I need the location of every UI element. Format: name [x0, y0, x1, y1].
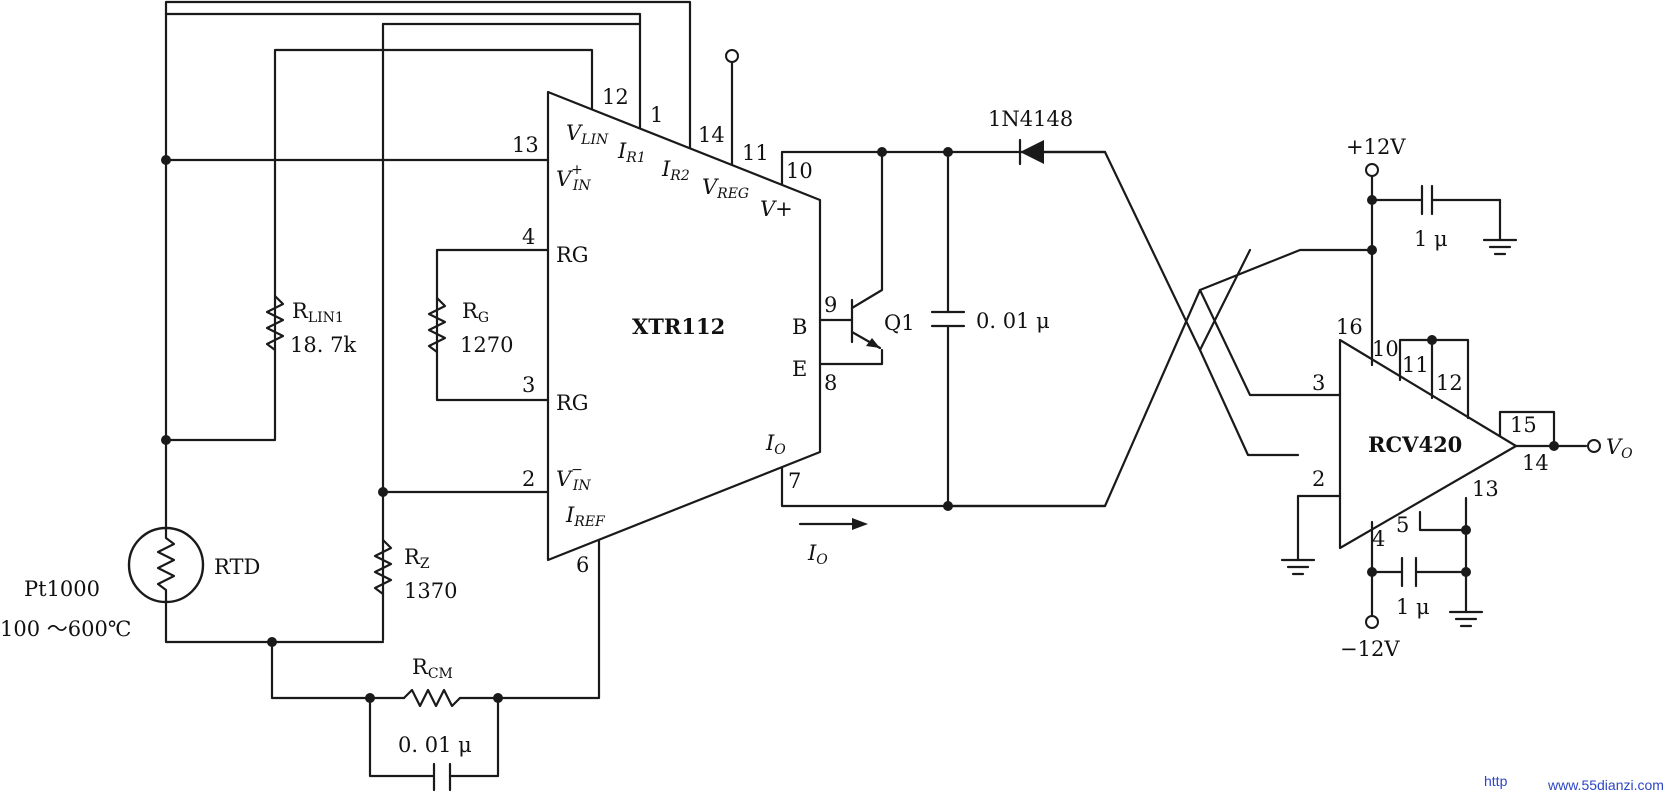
vin-minus-label: V−IN [556, 462, 591, 494]
xtr112-pin-3: 3 [522, 373, 535, 397]
b-pin-label: B [792, 315, 807, 339]
rg-resistor [427, 296, 447, 354]
xtr112-body [546, 90, 822, 562]
vreg-label: VREG [702, 175, 749, 202]
xtr112-name: XTR112 [632, 314, 725, 339]
rtd-sensor [127, 526, 205, 604]
io-wire [780, 466, 1107, 508]
watermark-prefix: http [1484, 773, 1508, 789]
rg-bottom-label: RG [556, 391, 589, 415]
ir1-label: IR1 [617, 139, 646, 166]
ground-symbol-bottom [1448, 610, 1484, 628]
vlin-label: VLIN [566, 121, 609, 148]
rcv420-pin-14: 14 [1522, 451, 1549, 475]
rtd-range: 100 ～600℃ [0, 617, 131, 641]
junction-dots-right [1367, 195, 1559, 577]
rlin1-value: 18. 7k [290, 333, 356, 357]
xtr112-pin-8: 8 [824, 371, 837, 395]
rcv420-pin-11: 11 [1402, 353, 1429, 377]
xtr112-pin-14: 14 [698, 123, 725, 147]
rcv420-pin-3: 3 [1312, 371, 1325, 395]
xtr112-pin-4: 4 [522, 225, 535, 249]
rcv420-name: RCV420 [1368, 432, 1462, 457]
xtr112-pin-9: 9 [824, 293, 837, 317]
xtr112-top-wires [164, 0, 1107, 442]
io-pin-label: IO [765, 431, 786, 458]
rg-top-label: RG [556, 243, 589, 267]
rcv420-pin-10: 10 [1372, 337, 1399, 361]
rcv420-body [1338, 338, 1518, 550]
rcm-label: RCM [412, 655, 453, 682]
io-arrow [798, 518, 868, 530]
ground-symbol-top [1482, 238, 1518, 256]
rtd-type: Pt1000 [24, 577, 100, 601]
neg-supply-terminal [1365, 615, 1379, 629]
junction-dots-left [161, 155, 503, 703]
rg-label: RG [462, 299, 489, 326]
xtr112-pin-6: 6 [576, 553, 589, 577]
q1-label: Q1 [884, 311, 915, 335]
rg-value: 1270 [460, 333, 513, 357]
rcv420-pin-2: 2 [1312, 467, 1325, 491]
twisted-pair [946, 150, 1374, 508]
neg-supply-label: −12V [1340, 637, 1400, 661]
rcv420-pin-4: 4 [1372, 527, 1385, 551]
xtr112-pin-1: 1 [650, 103, 663, 127]
rcv420-pin-13: 13 [1472, 477, 1499, 501]
pos-supply-label: +12V [1346, 135, 1406, 159]
xtr112-pin-11: 11 [742, 141, 769, 165]
cap-negative [1400, 556, 1418, 588]
cap-positive [1420, 184, 1434, 216]
pos-supply-terminal [1365, 163, 1379, 177]
rtd-label: RTD [214, 555, 260, 579]
rz-value: 1370 [404, 579, 457, 603]
xtr112-pin-13: 13 [512, 133, 539, 157]
watermark-domain: www.55dianzi.com [1547, 777, 1664, 793]
ground-symbol-pin2 [1280, 558, 1316, 576]
rz-resistor [373, 538, 393, 596]
cap-pos-value: 1 μ [1414, 227, 1448, 251]
rcv420-pin-15: 15 [1510, 413, 1537, 437]
iref-label: IREF [565, 503, 606, 530]
xtr112-pin-7: 7 [788, 469, 801, 493]
cap-neg-value: 1 μ [1396, 595, 1430, 619]
rlin1-label: RLIN1 [292, 299, 344, 326]
xtr112-pin-2: 2 [522, 467, 535, 491]
diode-1n4148 [1018, 138, 1044, 166]
rlin1-resistor [265, 294, 285, 352]
rcm-capacitor [432, 762, 452, 792]
rz-label: RZ [404, 545, 430, 572]
output-terminal [1587, 439, 1601, 453]
rcm-cap-value: 0. 01 μ [398, 733, 472, 757]
ir2-label: IR2 [661, 157, 690, 184]
vin-plus-label: V+IN [556, 162, 591, 194]
main-capacitor [930, 150, 966, 508]
xtr112-pin-12: 12 [602, 85, 629, 109]
e-pin-label: E [792, 357, 807, 381]
rcm-resistor [402, 688, 462, 708]
xtr112-pin-10: 10 [786, 159, 813, 183]
rcv420-pin-12: 12 [1436, 371, 1463, 395]
q1-transistor [818, 150, 884, 366]
rcv420-pin-16: 16 [1336, 315, 1363, 339]
main-cap-value: 0. 01 μ [976, 309, 1050, 333]
output-label: VO [1606, 435, 1633, 462]
left-side-wires [164, 22, 642, 778]
current-label: IO [807, 541, 828, 568]
rcv420-pin-5: 5 [1396, 513, 1409, 537]
vreg-terminal [725, 49, 739, 63]
vplus-label: V+ [760, 197, 793, 221]
diode-label: 1N4148 [988, 107, 1073, 131]
